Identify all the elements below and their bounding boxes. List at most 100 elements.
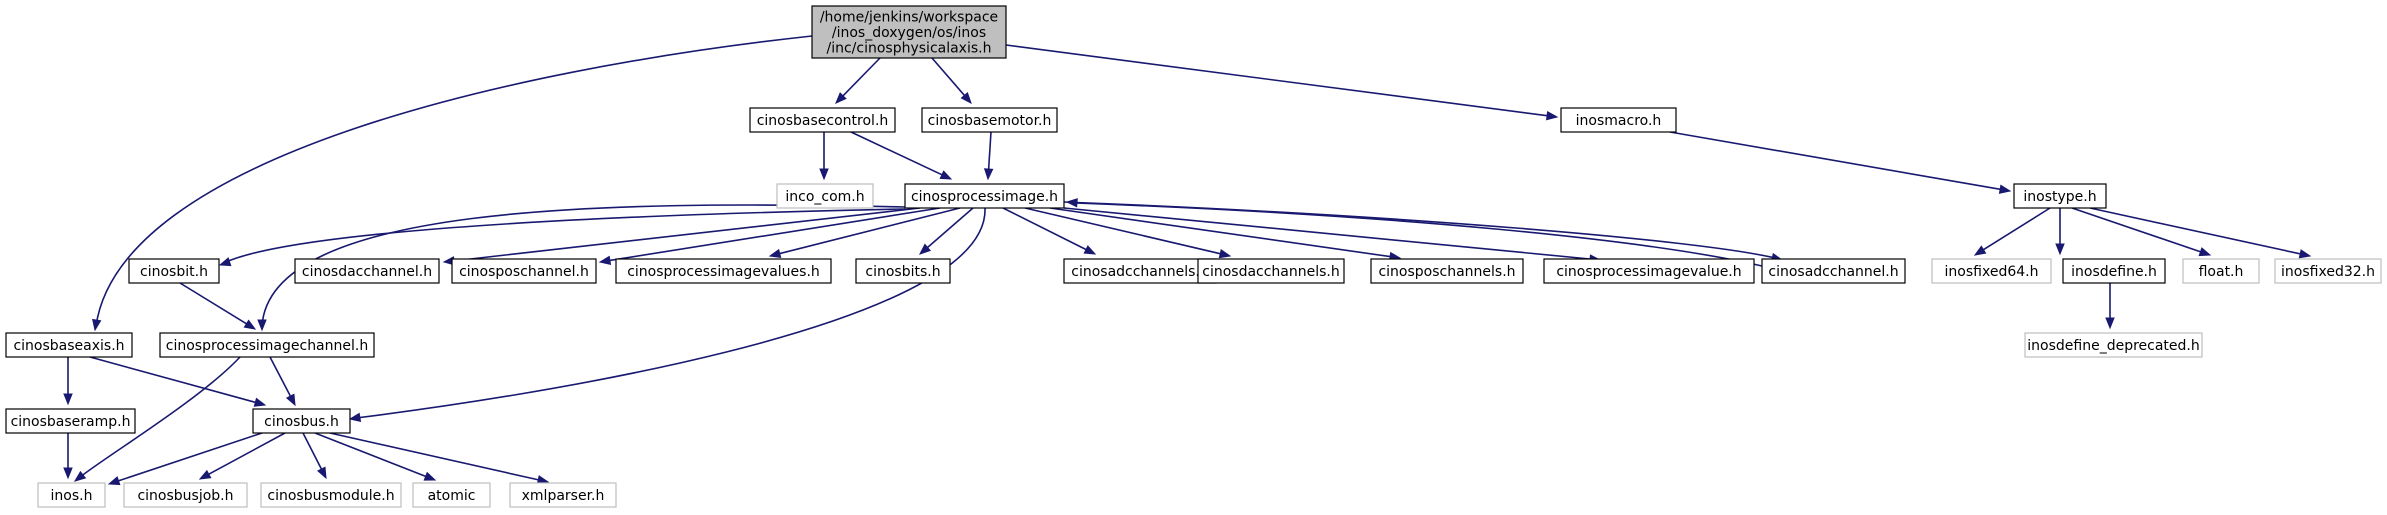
node-cinosposchannels-label: cinosposchannels.h (1378, 264, 1515, 280)
edge-cinosprocessimage-to-cinosposchannel (598, 207, 941, 266)
edge-root-to-cinosbasecontrol (835, 57, 881, 104)
node-inosfixed32-box (2274, 258, 2382, 284)
edge-inostype-to-inosdefine (2055, 208, 2065, 256)
node-cinosprocessimagechannel-label: cinosprocessimagechannel.h (166, 338, 368, 354)
edge-cinosprocessimage-to-cinosbits (918, 207, 974, 255)
edge-root-to-cinosbaseaxis (92, 35, 813, 332)
node-cinosbus[interactable]: cinosbus.h (252, 408, 351, 434)
node-floath: float.h (2182, 258, 2260, 284)
edge-cinosprocessimage-to-cinosprocessimagechannel (257, 204, 906, 332)
node-cinosposchannels[interactable]: cinosposchannels.h (1370, 258, 1524, 284)
node-inosdefine_deprecated-label: inosdefine_deprecated.h (2027, 338, 2199, 354)
node-cinosbusjob-box (123, 482, 248, 508)
node-cinosbaseramp-label: cinosbaseramp.h (11, 414, 131, 430)
node-cinosprocessimagechannel[interactable]: cinosprocessimagechannel.h (159, 332, 375, 358)
node-inco_com: inco_com.h (776, 183, 874, 209)
node-inosdefine-box (2062, 258, 2166, 284)
node-cinosprocessimagevalues[interactable]: cinosprocessimagevalues.h (615, 258, 832, 284)
node-inosfixed32: inosfixed32.h (2274, 258, 2382, 284)
edge-cinosbus-to-cinosbusmodule (302, 432, 327, 480)
edge-cinosprocessimage-to-cinosbit (218, 208, 906, 267)
node-atomic-box (412, 482, 491, 508)
node-xmlparser-label: xmlparser.h (522, 488, 605, 504)
node-cinosbus-label: cinosbus.h (264, 414, 339, 430)
node-cinosbasecontrol[interactable]: cinosbasecontrol.h (749, 107, 896, 133)
node-inosmacro-label: inosmacro.h (1576, 113, 1662, 129)
edge-cinosprocessimage-to-cinosbus (348, 207, 986, 422)
node-cinosprocessimage[interactable]: cinosprocessimage.h (904, 183, 1065, 209)
edges-layer (63, 35, 2312, 486)
edge-cinosbus-to-xmlparser (329, 432, 550, 485)
node-cinosposchannels-box (1370, 258, 1524, 284)
node-cinosbaseramp-box (5, 408, 136, 434)
node-xmlparser: xmlparser.h (509, 482, 617, 508)
node-inosfixed64-box (1931, 258, 2052, 284)
node-inostype-box (2013, 183, 2107, 209)
node-cinosprocessimagevalue-label: cinosprocessimagevalue.h (1556, 264, 1741, 280)
node-cinosbaseaxis-label: cinosbaseaxis.h (13, 338, 124, 354)
node-cinosposchannel[interactable]: cinosposchannel.h (451, 258, 597, 284)
node-inosdefine_deprecated: inosdefine_deprecated.h (2024, 332, 2203, 358)
edge-inosmacro-to-inostype (1669, 131, 2012, 194)
node-inostype-label: inostype.h (2023, 189, 2096, 205)
edge-cinosbus-to-inos (107, 431, 266, 486)
node-inostype[interactable]: inostype.h (2013, 183, 2107, 209)
node-inosmacro[interactable]: inosmacro.h (1560, 107, 1677, 133)
edge-inosdefine-to-inosdefine_deprecated (2105, 283, 2115, 330)
node-cinosbits-label: cinosbits.h (865, 264, 940, 280)
node-cinosbit-box (128, 258, 220, 284)
edge-cinosbit-to-cinosprocessimagechannel (179, 282, 257, 330)
node-cinosdacchannel-box (294, 258, 440, 284)
edge-root-to-cinosbasemotor (931, 57, 972, 105)
node-cinosposchannel-label: cinosposchannel.h (459, 264, 589, 280)
node-cinosbaseaxis-box (5, 332, 133, 358)
node-cinosbasemotor-label: cinosbasemotor.h (928, 113, 1052, 129)
node-cinosdacchannels[interactable]: cinosdacchannels.h (1197, 258, 1345, 284)
edge-cinosprocessimage-to-cinosdacchannels (1024, 207, 1232, 259)
node-cinosbus-box (252, 408, 351, 434)
node-cinosbit[interactable]: cinosbit.h (128, 258, 220, 284)
node-cinosadcchannel-label: cinosadcchannel.h (1768, 264, 1898, 280)
node-root[interactable]: /home/jenkins/workspace/inos_doxygen/os/… (811, 5, 1007, 59)
node-cinosbaseaxis[interactable]: cinosbaseaxis.h (5, 332, 133, 358)
node-cinosprocessimagevalue-box (1543, 258, 1755, 284)
node-cinosbusmodule-box (260, 482, 402, 508)
node-cinosdacchannel-label: cinosdacchannel.h (302, 264, 432, 280)
edge-cinosbasecontrol-to-inco_com (819, 132, 829, 181)
edge-cinosbaseramp-to-inos (63, 433, 73, 480)
node-cinosadcchannel[interactable]: cinosadcchannel.h (1761, 258, 1906, 284)
edge-root-to-inosmacro (1005, 44, 1559, 121)
edge-cinosprocessimagechannel-to-inos (73, 356, 241, 482)
edge-inostype-to-floath (2071, 207, 2212, 257)
edge-cinosbaseaxis-to-cinosbaseramp (63, 357, 73, 406)
nodes-layer: /home/jenkins/workspace/inos_doxygen/os/… (5, 5, 2382, 508)
node-inos-box (37, 482, 106, 508)
node-cinosbits[interactable]: cinosbits.h (855, 258, 951, 284)
edge-cinosprocessimage-to-cinosprocessimagevalues (768, 207, 961, 259)
node-cinosbasemotor[interactable]: cinosbasemotor.h (921, 107, 1058, 133)
node-cinosbasemotor-box (921, 107, 1058, 133)
node-cinosbusjob-label: cinosbusjob.h (137, 488, 233, 504)
node-cinosadcchannels[interactable]: cinosadcchannels.h (1063, 258, 1217, 284)
node-cinosadcchannels-box (1063, 258, 1217, 284)
edge-cinosbasemotor-to-cinosprocessimage (983, 131, 994, 181)
node-inos: inos.h (37, 482, 106, 508)
node-cinosposchannel-box (451, 258, 597, 284)
node-inosfixed64-label: inosfixed64.h (1945, 264, 2039, 280)
node-cinosprocessimage-box (904, 183, 1065, 209)
node-cinosbaseramp[interactable]: cinosbaseramp.h (5, 408, 136, 434)
node-cinosdacchannel[interactable]: cinosdacchannel.h (294, 258, 440, 284)
edge-cinosbasecontrol-to-cinosprocessimage (850, 131, 953, 180)
edge-cinosprocessimage-to-cinosadcchannels (1002, 207, 1097, 255)
node-cinosprocessimagechannel-box (159, 332, 375, 358)
node-inco_com-box (776, 183, 874, 209)
edge-cinosbaseaxis-to-cinosbus (89, 356, 267, 407)
node-cinosprocessimagevalue[interactable]: cinosprocessimagevalue.h (1543, 258, 1755, 284)
edge-cinosprocessimage-to-cinosadcchannel (1063, 201, 1784, 263)
node-cinosadcchannels-label: cinosadcchannels.h (1071, 264, 1209, 280)
node-inosdefine_deprecated-box (2024, 332, 2203, 358)
node-cinosbasecontrol-label: cinosbasecontrol.h (757, 113, 889, 129)
edge-cinosbus-to-atomic (314, 432, 437, 481)
node-inosdefine[interactable]: inosdefine.h (2062, 258, 2166, 284)
node-cinosbusjob: cinosbusjob.h (123, 482, 248, 508)
